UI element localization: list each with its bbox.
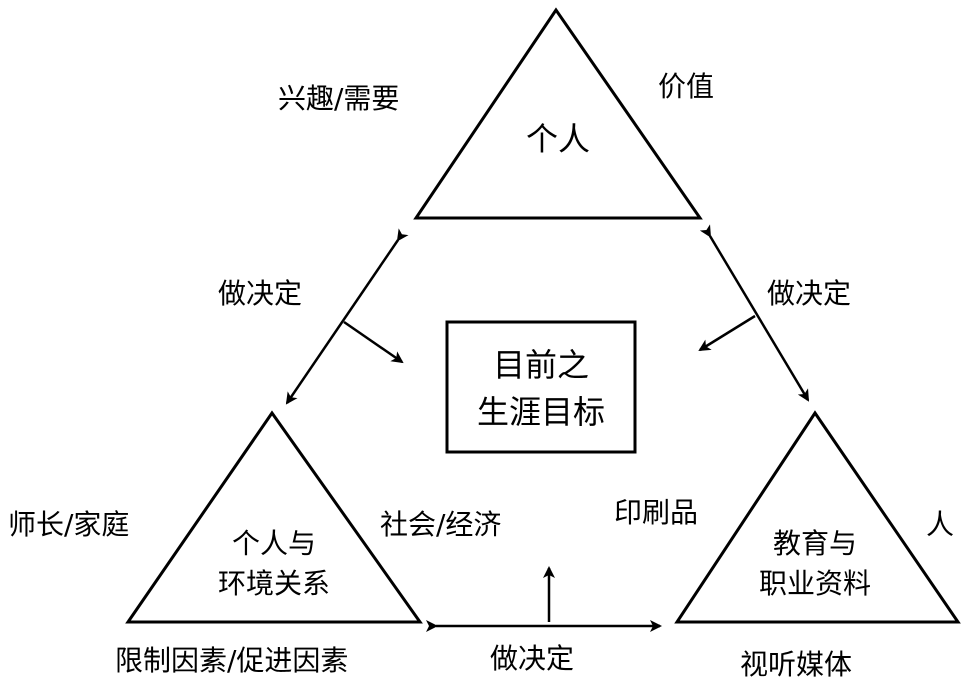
interest-need-label: 兴趣/需要 [278,82,399,115]
people-label: 人 [926,508,954,541]
left-decision-arrow [343,320,404,364]
society-economy-label: 社会/经济 [380,508,501,541]
left-double-arrow [285,228,409,405]
left-triangle [125,410,423,624]
right-double-arrow [699,224,810,402]
printed-matter-label: 印刷品 [614,496,698,529]
center-goal-line1: 目前之 [493,346,589,384]
right-decision-arrow [698,314,756,352]
top-triangle-label: 个人 [526,120,590,158]
right-triangle-label-line2: 职业资料 [759,567,871,600]
teacher-family-label: 师长/家庭 [8,508,129,541]
audiovisual-label: 视听媒体 [740,648,852,681]
center-goal-line2: 生涯目标 [477,393,605,431]
constraints-label: 限制因素/促进因素 [115,644,348,677]
top-triangle [413,7,703,220]
left-decision-label: 做决定 [218,277,302,310]
right-triangle-label-line1: 教育与 [773,527,857,560]
right-decision-label: 做决定 [767,277,851,310]
left-triangle-label-line1: 个人与 [232,527,316,560]
center-goal-box [445,320,637,454]
left-triangle-label-line2: 环境关系 [218,567,330,600]
right-triangle [674,410,961,624]
value-label: 价值 [658,70,714,103]
bottom-decision-label: 做决定 [490,642,574,675]
